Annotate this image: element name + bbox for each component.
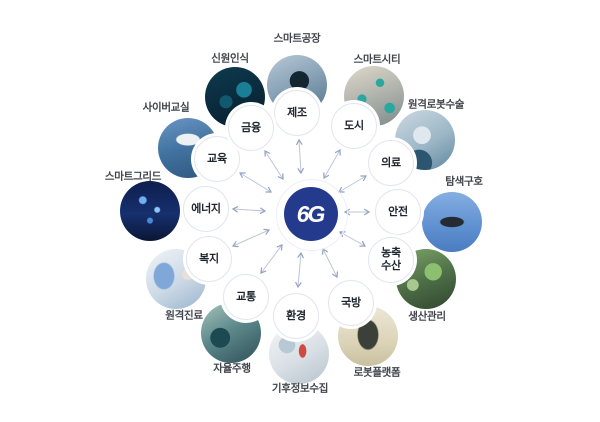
category-circle-agriculture: 농축 수산 (368, 237, 414, 283)
connector-medical (337, 175, 368, 193)
application-label-smart-city: 스마트시티 (353, 53, 401, 66)
application-label-smart-grid: 스마트그리드 (104, 170, 162, 183)
category-circle-energy: 에너지 (183, 186, 229, 232)
photo-smart-grid (120, 181, 180, 241)
connector-energy (231, 206, 267, 214)
application-label-robot-platform: 로봇플랫폼 (353, 366, 401, 379)
connector-environment (295, 251, 304, 289)
application-label-smart-factory: 스마트공장 (273, 32, 321, 45)
category-circle-transportation: 교통 (223, 274, 269, 320)
hub-circle-6g: 6G (284, 187, 338, 241)
category-circle-city: 도시 (331, 103, 377, 149)
category-circle-safety: 안전 (375, 189, 421, 235)
connector-education (238, 172, 273, 193)
connector-transportation (260, 244, 283, 274)
photo-search-and-rescue-drone (422, 192, 482, 252)
category-circle-environment: 환경 (273, 293, 319, 339)
connector-agriculture (338, 231, 367, 247)
application-label-search-and-rescue: 탐색구호 (445, 175, 483, 188)
application-label-autonomous-driving: 자율주행 (213, 362, 251, 375)
application-label-identity-recognition: 신원인식 (211, 52, 249, 65)
category-circle-welfare: 복지 (186, 236, 232, 282)
connector-defense (321, 247, 339, 279)
application-label-remote-medical-care: 원격진료 (165, 309, 203, 322)
category-circle-education: 교육 (194, 136, 240, 182)
application-label-production-management: 생산관리 (408, 310, 446, 323)
6g-logo: 6G (296, 200, 326, 227)
category-circle-defense: 국방 (328, 280, 374, 326)
connector-city (323, 148, 341, 180)
category-circle-manufacturing: 제조 (274, 90, 320, 136)
category-circle-medical: 의료 (368, 140, 414, 186)
connector-welfare (231, 228, 271, 248)
connector-finance (264, 149, 284, 181)
application-label-remote-robot-surgery: 원격로봇수술 (407, 98, 465, 111)
category-circle-finance: 금융 (228, 105, 274, 151)
application-label-climate-data-collection: 기후정보수집 (271, 382, 329, 395)
connector-manufacturing (296, 138, 304, 175)
application-label-cyber-classroom: 사이버교실 (142, 101, 190, 114)
